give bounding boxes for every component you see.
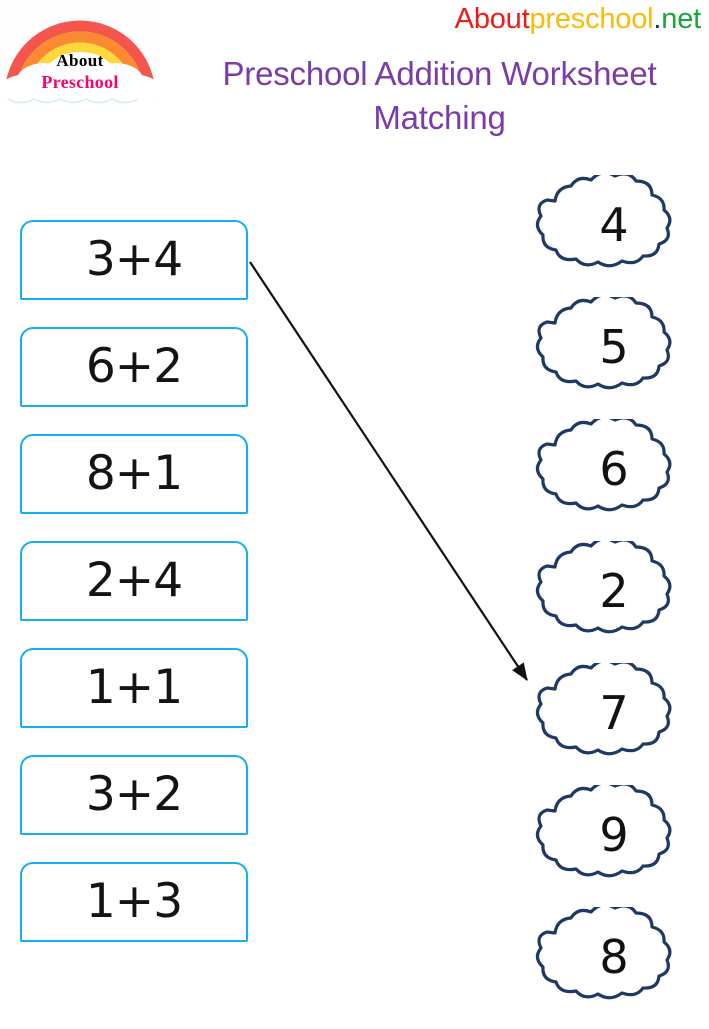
problem-box[interactable]: 1+3 — [20, 862, 248, 942]
problem-box[interactable]: 2+4 — [20, 541, 248, 621]
site-name-part-net: net — [661, 3, 701, 35]
problem-label: 6+2 — [85, 338, 183, 394]
cloud-icon — [535, 663, 672, 756]
site-name: Aboutpreschool.net — [454, 3, 702, 36]
answer-number: 7 — [599, 686, 629, 740]
problem-box[interactable]: 3+4 — [20, 220, 248, 300]
worksheet-header: About Preschool Aboutpreschool.net Presc… — [0, 0, 709, 160]
answer-number: 5 — [599, 320, 629, 374]
answer-cloud[interactable]: 4 — [524, 175, 680, 275]
cloud-icon — [535, 419, 672, 512]
logo-word-preschool: Preschool — [41, 72, 119, 92]
problem-box[interactable]: 3+2 — [20, 755, 248, 835]
answer-cloud[interactable]: 5 — [524, 297, 680, 397]
problem-box[interactable]: 8+1 — [20, 434, 248, 514]
cloud-icon — [535, 297, 672, 390]
problem-label: 3+4 — [85, 231, 183, 287]
problem-box[interactable]: 1+1 — [20, 648, 248, 728]
logo-word-about: About — [56, 51, 104, 70]
problem-label: 8+1 — [85, 445, 183, 501]
problem-label: 2+4 — [85, 552, 183, 608]
cloud-icon — [535, 907, 672, 1000]
answer-number: 6 — [599, 442, 629, 496]
problem-label: 1+1 — [85, 659, 183, 715]
problem-box[interactable]: 6+2 — [20, 327, 248, 407]
cloud-icon — [535, 175, 672, 268]
aboutpreschool-logo: About Preschool — [0, 0, 160, 104]
answer-cloud[interactable]: 9 — [524, 785, 680, 885]
cloud-icon — [535, 541, 672, 634]
answer-cloud[interactable]: 2 — [524, 541, 680, 641]
site-name-part-dot: . — [653, 3, 662, 35]
problem-label: 1+3 — [85, 873, 183, 929]
page-title-line-1: Preschool Addition Worksheet — [222, 55, 657, 92]
site-name-part-about: About — [454, 3, 530, 35]
cloud-icon — [535, 785, 672, 878]
logo-cloud-shape — [1, 52, 159, 104]
answer-number: 9 — [599, 808, 629, 862]
page-title: Preschool Addition Worksheet Matching — [170, 52, 709, 139]
page-title-line-2: Matching — [373, 98, 506, 136]
answer-column: 4 5 6 2 7 9 8 — [524, 175, 684, 1029]
answer-number: 2 — [599, 564, 629, 618]
answer-cloud[interactable]: 8 — [524, 907, 680, 1007]
problem-label: 3+2 — [85, 766, 183, 822]
rainbow-logo-graphic — [1, 20, 159, 104]
match-line[interactable] — [249, 261, 528, 681]
site-name-part-preschool: preschool — [529, 3, 654, 35]
answer-number: 4 — [599, 198, 629, 252]
answer-number: 8 — [599, 930, 629, 984]
answer-cloud[interactable]: 7 — [524, 663, 680, 763]
problem-column: 3+4 6+2 8+1 2+4 1+1 3+2 1+3 — [20, 220, 250, 969]
answer-cloud[interactable]: 6 — [524, 419, 680, 519]
